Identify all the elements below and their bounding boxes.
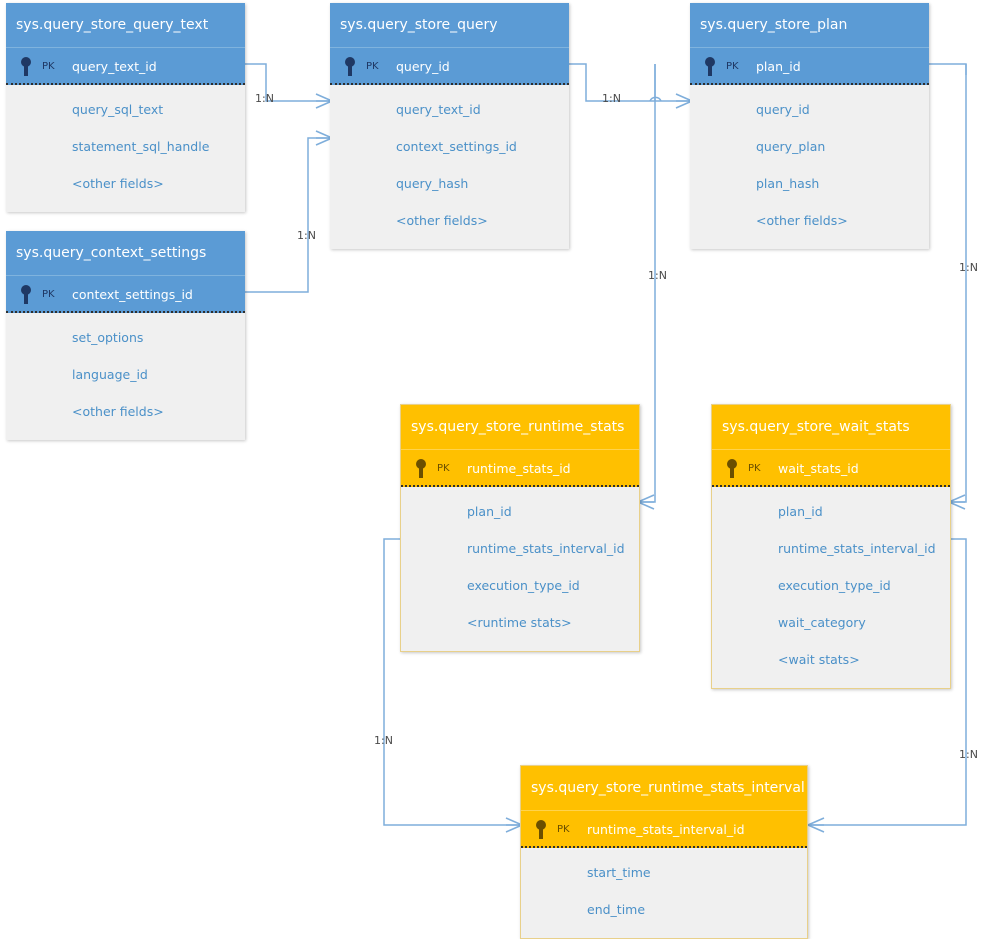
- field-item: <wait stats>: [778, 652, 860, 667]
- connector-query-to-plan: [569, 63, 690, 102]
- key-icon: [536, 820, 546, 839]
- field-item: runtime_stats_interval_id: [467, 541, 625, 556]
- pk-badge: PK: [726, 61, 739, 72]
- field-item: end_time: [587, 902, 646, 917]
- field-item: query_text_id: [396, 102, 481, 117]
- key-icon: [705, 57, 715, 76]
- key-icon: [727, 459, 737, 478]
- field-list: set_options language_id <other fields>: [6, 313, 245, 440]
- entity-query-store-runtime-stats-interval[interactable]: sys.query_store_runtime_stats_interval P…: [520, 765, 808, 939]
- pk-field-name: context_settings_id: [72, 287, 193, 302]
- field-item: query_id: [756, 102, 810, 117]
- primary-key-row[interactable]: PK query_id: [330, 48, 569, 85]
- key-icon: [416, 459, 426, 478]
- field-list: query_id query_plan plan_hash <other fie…: [690, 85, 929, 249]
- field-list: query_text_id context_settings_id query_…: [330, 85, 569, 249]
- relationship-label-query-plan: 1:N: [602, 92, 621, 105]
- relationship-label-context-settings-query: 1:N: [297, 229, 316, 242]
- field-list: plan_id runtime_stats_interval_id execut…: [712, 487, 950, 688]
- primary-key-row[interactable]: PK runtime_stats_id: [401, 450, 639, 487]
- line-hop: [649, 96, 662, 102]
- primary-key-row[interactable]: PK context_settings_id: [6, 276, 245, 313]
- pk-field-name: plan_id: [756, 59, 801, 74]
- entity-title: sys.query_store_query_text: [6, 3, 245, 48]
- field-item: execution_type_id: [467, 578, 580, 593]
- field-list: plan_id runtime_stats_interval_id execut…: [401, 487, 639, 651]
- relationship-label-plan-runtime-stats: 1:N: [648, 269, 667, 282]
- pk-field-name: runtime_stats_id: [467, 461, 571, 476]
- entity-title: sys.query_store_plan: [690, 3, 929, 48]
- entity-title: sys.query_store_runtime_stats: [401, 405, 639, 450]
- entity-query-store-query-text[interactable]: sys.query_store_query_text PK query_text…: [6, 3, 245, 212]
- field-item: language_id: [72, 367, 148, 382]
- field-item: plan_id: [467, 504, 512, 519]
- relationship-label-query-text-query: 1:N: [255, 92, 274, 105]
- field-item: query_sql_text: [72, 102, 164, 117]
- connector-plan-to-wait-stats: [951, 64, 967, 503]
- entity-query-context-settings[interactable]: sys.query_context_settings PK context_se…: [6, 231, 245, 440]
- pk-badge: PK: [557, 824, 570, 835]
- pk-badge: PK: [42, 61, 55, 72]
- relationship-label-interval-wait-stats: 1:N: [959, 748, 978, 761]
- field-item: runtime_stats_interval_id: [778, 541, 936, 556]
- pk-field-name: query_id: [396, 59, 450, 74]
- relationship-label-plan-wait-stats: 1:N: [959, 261, 978, 274]
- key-icon: [345, 57, 355, 76]
- field-item: statement_sql_handle: [72, 139, 210, 154]
- field-item: <other fields>: [72, 404, 164, 419]
- pk-field-name: runtime_stats_interval_id: [587, 822, 745, 837]
- key-icon: [21, 285, 31, 304]
- field-item: wait_category: [778, 615, 866, 630]
- field-item: <other fields>: [396, 213, 488, 228]
- field-item: query_hash: [396, 176, 469, 191]
- field-item: <other fields>: [72, 176, 164, 191]
- entity-title: sys.query_store_query: [330, 3, 569, 48]
- field-item: <runtime stats>: [467, 615, 572, 630]
- field-item: start_time: [587, 865, 651, 880]
- field-item: <other fields>: [756, 213, 848, 228]
- field-item: query_plan: [756, 139, 826, 154]
- primary-key-row[interactable]: PK wait_stats_id: [712, 450, 950, 487]
- primary-key-row[interactable]: PK plan_id: [690, 48, 929, 85]
- primary-key-row[interactable]: PK query_text_id: [6, 48, 245, 85]
- entity-title: sys.query_store_runtime_stats_interval: [521, 766, 807, 811]
- entity-query-store-runtime-stats[interactable]: sys.query_store_runtime_stats PK runtime…: [400, 404, 640, 652]
- field-list: query_sql_text statement_sql_handle <oth…: [6, 85, 245, 212]
- pk-badge: PK: [366, 61, 379, 72]
- pk-badge: PK: [42, 289, 55, 300]
- pk-field-name: wait_stats_id: [778, 461, 859, 476]
- key-icon: [21, 57, 31, 76]
- field-item: execution_type_id: [778, 578, 891, 593]
- entity-query-store-plan[interactable]: sys.query_store_plan PK plan_id query_id…: [690, 3, 929, 249]
- field-item: context_settings_id: [396, 139, 517, 154]
- primary-key-row[interactable]: PK runtime_stats_interval_id: [521, 811, 807, 848]
- pk-badge: PK: [437, 463, 450, 474]
- field-item: plan_hash: [756, 176, 820, 191]
- pk-field-name: query_text_id: [72, 59, 157, 74]
- pk-badge: PK: [748, 463, 761, 474]
- relationship-label-interval-runtime-stats: 1:N: [374, 734, 393, 747]
- entity-query-store-query[interactable]: sys.query_store_query PK query_id query_…: [330, 3, 569, 249]
- connector-context-settings-to-query: [245, 137, 330, 293]
- field-item: plan_id: [778, 504, 823, 519]
- field-list: start_time end_time: [521, 848, 807, 938]
- entity-query-store-wait-stats[interactable]: sys.query_store_wait_stats PK wait_stats…: [711, 404, 951, 689]
- field-item: set_options: [72, 330, 144, 345]
- entity-title: sys.query_store_wait_stats: [712, 405, 950, 450]
- entity-title: sys.query_context_settings: [6, 231, 245, 276]
